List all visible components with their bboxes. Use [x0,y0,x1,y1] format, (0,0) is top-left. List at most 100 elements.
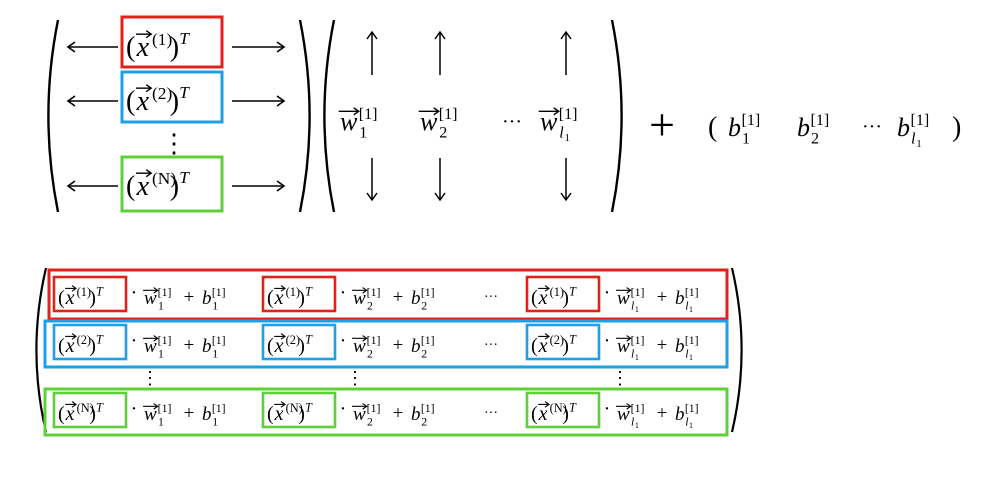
x-vector-arrow [274,333,286,340]
w-vector-arrow [418,107,440,116]
close-paren: ) [298,335,305,357]
multiply-dot: · [131,282,138,304]
b-superscript: [1] [685,334,699,347]
w-subscript-l1: 1 [635,421,639,430]
open-paren: ( [267,403,274,425]
b-symbol: b [411,336,421,357]
w-vector-arrow [616,403,632,410]
b-subscript: 2 [421,347,427,360]
b-symbol: b [411,404,421,425]
result-r1c2-w-term: w[1]2 [353,286,380,312]
multiply-dot: · [340,398,347,420]
open-paren: ( [531,403,538,425]
x-symbol: x [274,403,284,425]
x-row-3-term: (x(N))T [126,168,190,202]
x-matrix-right-paren [298,19,311,213]
result-r1c2-b-term: b[1]2 [411,286,435,312]
b-subscript: 1 [742,130,750,147]
b-subscript: 2 [421,415,427,428]
open-paren: ( [531,287,538,309]
b-symbol: b [675,404,685,425]
b-symbol: b [202,404,212,425]
b-subscript-l1: 1 [689,421,693,430]
b-superscript: [1] [811,112,830,129]
w-superscript: [1] [158,286,172,299]
w-col-2-up-arrow [434,30,446,75]
result-r1c1-x-term: (x(1))T [58,285,104,309]
multiply-dot: · [604,330,611,352]
close-paren: ) [89,403,96,425]
w-subscript: 2 [367,347,373,360]
b-superscript: [1] [212,334,226,347]
plus-sign: + [649,99,675,150]
w-col-2-down-arrow [434,158,446,202]
result-row-ellipsis: ··· [484,406,498,421]
transpose-T: T [179,168,190,187]
w-symbol: w [353,336,366,357]
b-superscript: [1] [685,402,699,415]
b-subscript: 1 [212,347,218,360]
row-right-arrow [232,41,286,53]
x-matrix-vdots: ⋮ [161,129,187,158]
plus-sign-small: + [657,403,668,424]
result-r2c1-b-term: b[1]1 [202,334,226,360]
x-vector-arrow [65,285,77,292]
w-symbol: w [617,336,630,357]
b-subscript-l1: 1 [689,305,693,314]
multiply-dot: · [340,330,347,352]
w-subscript-l1: 1 [635,353,639,362]
b-subscript: 1 [212,415,218,428]
w-subscript-l: l [631,299,635,312]
w-superscript: [1] [367,402,381,415]
w-subscript: 2 [439,124,447,141]
b-symbol: b [797,113,810,142]
result-r2c2-x-box [261,323,337,361]
b-superscript: [1] [421,286,435,299]
w-superscript: [1] [631,334,645,347]
x-superscript: (N) [77,401,94,415]
result-row-1-highlight [47,268,729,321]
x-symbol: x [136,171,150,202]
w-vector-arrow [143,287,159,294]
x-row-3-highlight [120,155,224,213]
multiply-dot: · [604,398,611,420]
x-row-1-highlight [120,15,224,69]
plus-sign-small: + [184,287,195,308]
result-vdots: ⋮ [141,368,159,388]
x-vector-arrow [65,401,77,408]
b-superscript: [1] [911,112,930,129]
w-symbol: w [617,288,630,309]
b-superscript: [1] [685,286,699,299]
x-superscript: (N) [152,169,176,188]
w-superscript: [1] [158,402,172,415]
x-symbol: x [538,287,548,309]
plus-sign-small: + [184,335,195,356]
result-vdots: ⋮ [346,368,364,388]
b-subscript-l: l [685,299,689,312]
w-col-1-up-arrow [366,30,378,75]
close-paren: ) [562,335,569,357]
x-superscript: (2) [550,333,564,347]
w-subscript-l1: 1 [564,132,569,144]
result-r1c1-x-box [52,275,128,313]
result-r1c3-x-term: (x(1))T [531,285,577,309]
x-row-1-term: (x(1))T [126,29,190,63]
close-paren: ) [89,287,96,309]
plus-sign-small: + [184,403,195,424]
w-superscript: [1] [158,334,172,347]
x-symbol: x [274,287,284,309]
result-r3c3-x-box [525,391,601,429]
b-superscript: [1] [421,334,435,347]
result-r3c1-b-term: b[1]1 [202,402,226,428]
w-superscript: [1] [559,106,578,123]
b-superscript: [1] [212,402,226,415]
result-r1c3-x-box [525,275,601,313]
w-symbol: w [617,404,630,425]
x-superscript: (1) [286,285,300,299]
close-paren: ) [170,86,179,117]
w-superscript: [1] [439,106,458,123]
x-superscript: (1) [77,285,91,299]
open-paren: ( [267,335,274,357]
